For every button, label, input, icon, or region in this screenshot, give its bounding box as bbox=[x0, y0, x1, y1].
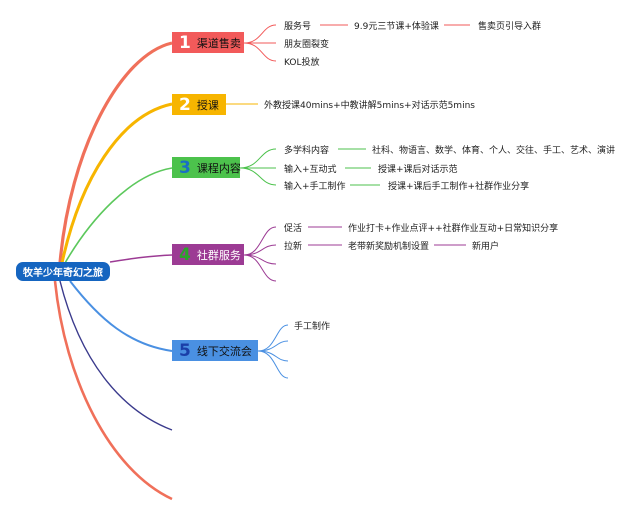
leaf-new-user[interactable]: 新用户 bbox=[472, 242, 500, 252]
leaf-moments-fission[interactable]: 朋友圈裂变 bbox=[284, 40, 330, 50]
branch-number: 5 bbox=[179, 340, 191, 361]
branch-teaching[interactable]: 2 授课 bbox=[172, 94, 226, 115]
leaf-activation[interactable]: 促活 bbox=[284, 224, 303, 234]
leaf-teaching-format[interactable]: 外教授课40mins+中教讲解5mins+对话示范5mins bbox=[264, 101, 475, 111]
branch-number: 2 bbox=[179, 94, 191, 115]
branch-label: 线下交流会 bbox=[196, 344, 252, 358]
leaf-input-interactive[interactable]: 输入+互动式 bbox=[284, 165, 337, 175]
branch-label: 课程内容 bbox=[196, 161, 241, 175]
branch-number: 3 bbox=[179, 157, 191, 178]
branch-label: 社群服务 bbox=[196, 248, 241, 262]
branch-number: 1 bbox=[179, 32, 191, 53]
branch-community-service[interactable]: 4 社群服务 bbox=[172, 244, 244, 265]
leaf-referral-reward[interactable]: 老带新奖励机制设置 bbox=[348, 242, 430, 252]
leaf-homework-activity[interactable]: 作业打卡+作业点评++社群作业互动+日常知识分享 bbox=[348, 224, 559, 234]
link-root-extra-2 bbox=[53, 280, 173, 501]
leaf-acquisition[interactable]: 拉新 bbox=[284, 242, 303, 252]
leaf-service-account[interactable]: 服务号 bbox=[284, 22, 312, 32]
link-root-b5 bbox=[69, 280, 173, 352]
branch-channel-sales[interactable]: 1 渠道售卖 bbox=[172, 32, 244, 53]
branch-offline-meetup[interactable]: 5 线下交流会 bbox=[172, 340, 258, 361]
leaf-join-group[interactable]: 售卖页引导入群 bbox=[478, 22, 542, 32]
leaf-dialogue-demo[interactable]: 授课+课后对话示范 bbox=[378, 165, 458, 175]
root-topic[interactable]: 牧羊少年奇幻之旅 bbox=[16, 262, 110, 281]
branch-label: 渠道售卖 bbox=[196, 36, 241, 50]
leaf-handcraft[interactable]: 手工制作 bbox=[294, 322, 331, 332]
link-root-b3 bbox=[64, 167, 173, 264]
leaf-kol[interactable]: KOL投放 bbox=[284, 58, 320, 68]
leaf-subject-list[interactable]: 社科、物语言、数学、体育、个人、交往、手工、艺术、演讲 bbox=[372, 146, 616, 156]
leaf-trial-offer[interactable]: 9.9元三节课+体验课 bbox=[354, 22, 439, 32]
branch-label: 授课 bbox=[196, 98, 219, 112]
link-root-b2 bbox=[60, 102, 173, 264]
leaf-multi-subject[interactable]: 多学科内容 bbox=[284, 146, 330, 156]
link-root-b4 bbox=[109, 254, 173, 263]
branch-course-content[interactable]: 3 课程内容 bbox=[172, 157, 241, 178]
branch-number: 4 bbox=[179, 244, 191, 265]
link-root-b1 bbox=[58, 41, 173, 264]
leaf-handcraft-share[interactable]: 授课+课后手工制作+社群作业分享 bbox=[388, 182, 530, 192]
link-root-extra-1 bbox=[59, 280, 173, 431]
leaf-input-handcraft[interactable]: 输入+手工制作 bbox=[284, 182, 346, 192]
